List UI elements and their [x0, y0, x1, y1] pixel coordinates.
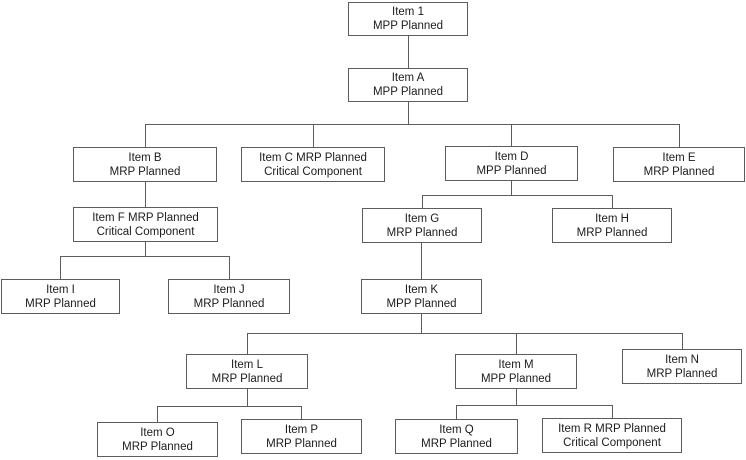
- node-title: Item L: [231, 358, 263, 371]
- connector-drop-p: [301, 406, 302, 419]
- node-subtitle: MRP Planned: [193, 297, 265, 310]
- node-subtitle: MRP Planned: [109, 165, 181, 178]
- connector-drop-n: [682, 333, 683, 349]
- node-subtitle: MRP Planned: [386, 226, 458, 239]
- node-subtitle: Critical Component: [96, 225, 195, 238]
- node-subtitle: MRP Planned: [646, 367, 718, 380]
- connector-drop-e: [679, 124, 680, 147]
- node-item-m[interactable]: Item M MPP Planned: [455, 354, 577, 389]
- node-subtitle: MPP Planned: [372, 86, 444, 98]
- node-item-l[interactable]: Item L MRP Planned: [186, 354, 308, 389]
- node-item-c[interactable]: Item C MRP Planned Critical Component: [241, 147, 385, 182]
- node-title: Item Q: [439, 423, 474, 436]
- connector-drop-l: [247, 333, 248, 354]
- connector-1-a: [408, 36, 409, 68]
- node-subtitle: MRP Planned: [211, 372, 283, 385]
- connector-d-stub: [511, 181, 512, 196]
- node-item-i[interactable]: Item I MRP Planned: [1, 279, 120, 314]
- node-item-p[interactable]: Item P MRP Planned: [241, 419, 362, 454]
- node-subtitle: MRP Planned: [576, 226, 648, 239]
- node-subtitle: MRP Planned: [122, 440, 193, 453]
- node-item-k[interactable]: Item K MPP Planned: [361, 279, 482, 314]
- node-subtitle: MRP Planned: [643, 165, 715, 178]
- node-title: Item J: [213, 283, 245, 296]
- node-item-h[interactable]: Item H MRP Planned: [552, 208, 672, 243]
- connector-rail-op: [157, 406, 301, 407]
- connector-drop-i: [60, 256, 61, 279]
- node-item-1[interactable]: Item 1 MPP Planned: [348, 2, 468, 36]
- node-subtitle: MRP Planned: [25, 297, 96, 310]
- node-subtitle: MPP Planned: [480, 372, 552, 385]
- node-title: Item R MRP Planned: [558, 422, 666, 435]
- node-title: Item G: [404, 212, 440, 225]
- connector-f-stub: [145, 242, 146, 257]
- node-item-n[interactable]: Item N MRP Planned: [622, 349, 742, 384]
- node-subtitle: MPP Planned: [372, 20, 444, 32]
- node-title: Item I: [46, 283, 75, 296]
- node-item-f[interactable]: Item F MRP Planned Critical Component: [73, 207, 218, 242]
- node-title: Item F MRP Planned: [92, 211, 199, 224]
- connector-drop-h: [612, 195, 613, 208]
- node-item-g[interactable]: Item G MRP Planned: [362, 208, 482, 243]
- node-item-r[interactable]: Item R MRP Planned Critical Component: [542, 418, 682, 453]
- connector-g-k: [421, 243, 422, 279]
- connector-drop-m: [516, 333, 517, 354]
- connector-a-stub: [408, 102, 409, 125]
- node-title: Item M: [498, 358, 534, 371]
- connector-drop-r: [612, 405, 613, 418]
- connector-rail-gh: [422, 195, 612, 196]
- node-title: Item D: [494, 150, 529, 163]
- connector-rail-lmn: [247, 333, 682, 334]
- connector-rail-abcde: [145, 124, 680, 125]
- connector-drop-j: [229, 256, 230, 279]
- node-item-j[interactable]: Item J MRP Planned: [168, 279, 290, 314]
- connector-drop-q: [456, 405, 457, 419]
- node-item-e[interactable]: Item E MRP Planned: [613, 147, 745, 182]
- node-subtitle: Critical Component: [563, 436, 661, 449]
- connector-m-stub: [516, 389, 517, 405]
- connector-b-f: [145, 182, 146, 207]
- node-subtitle: MPP Planned: [476, 164, 547, 177]
- node-title: Item B: [128, 151, 162, 164]
- node-title: Item 1: [392, 6, 424, 18]
- node-item-a[interactable]: Item A MPP Planned: [348, 68, 468, 102]
- node-subtitle: MRP Planned: [266, 437, 337, 450]
- connector-drop-b: [145, 124, 146, 147]
- node-title: Item N: [665, 353, 699, 366]
- node-title: Item C MRP Planned: [259, 151, 367, 164]
- node-title: Item O: [140, 426, 175, 439]
- node-item-o[interactable]: Item O MRP Planned: [97, 422, 218, 457]
- node-subtitle: Critical Component: [264, 165, 362, 178]
- connector-k-stub: [421, 314, 422, 333]
- connector-drop-g: [422, 195, 423, 208]
- node-item-d[interactable]: Item D MPP Planned: [445, 146, 578, 181]
- node-title: Item K: [404, 283, 439, 296]
- node-title: Item E: [662, 151, 696, 164]
- connector-rail-qr: [456, 405, 612, 406]
- node-item-b[interactable]: Item B MRP Planned: [73, 147, 217, 182]
- connector-drop-c: [313, 124, 314, 147]
- node-item-q[interactable]: Item Q MRP Planned: [395, 419, 518, 454]
- node-subtitle: MRP Planned: [421, 437, 492, 450]
- connector-drop-o: [157, 406, 158, 422]
- node-title: Item H: [595, 212, 629, 225]
- connector-drop-d: [511, 124, 512, 147]
- node-subtitle: MPP Planned: [386, 297, 457, 310]
- node-title: Item A: [391, 72, 425, 84]
- connector-l-stub: [247, 389, 248, 406]
- node-title: Item P: [284, 423, 319, 436]
- connector-rail-ij: [60, 256, 230, 257]
